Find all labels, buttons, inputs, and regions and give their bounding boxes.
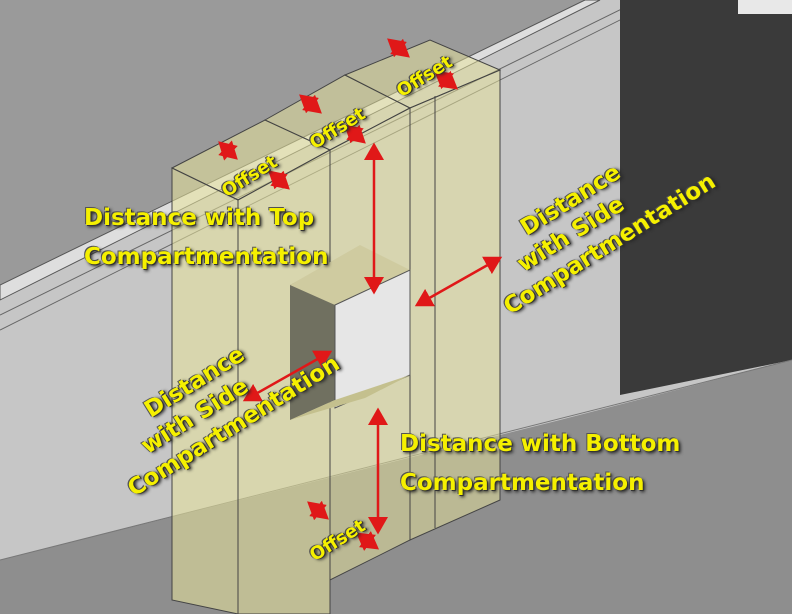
- arrow-offset-4: [344, 124, 366, 144]
- arrow-offset-1: [218, 140, 238, 161]
- label-top-distance: Distance with Top Compartmentation: [84, 205, 329, 270]
- opening-bottom-shelf: [290, 375, 410, 420]
- arrow-offset-6: [434, 70, 458, 90]
- arrow-offset-3: [299, 94, 322, 114]
- arrow-offset-8: [355, 531, 380, 551]
- arrow-offset-5: [387, 38, 410, 58]
- arrow-side-right: [414, 256, 503, 307]
- dark-side-wall: [620, 0, 792, 395]
- arrow-offset-7: [307, 500, 329, 521]
- dark-wall-top-strip: [738, 0, 792, 14]
- dimension-arrows: [218, 38, 503, 551]
- arrow-offset-2: [268, 170, 290, 190]
- arrow-side-left: [242, 350, 333, 402]
- label-bottom-distance: Distance with Bottom Compartmentation: [400, 431, 681, 496]
